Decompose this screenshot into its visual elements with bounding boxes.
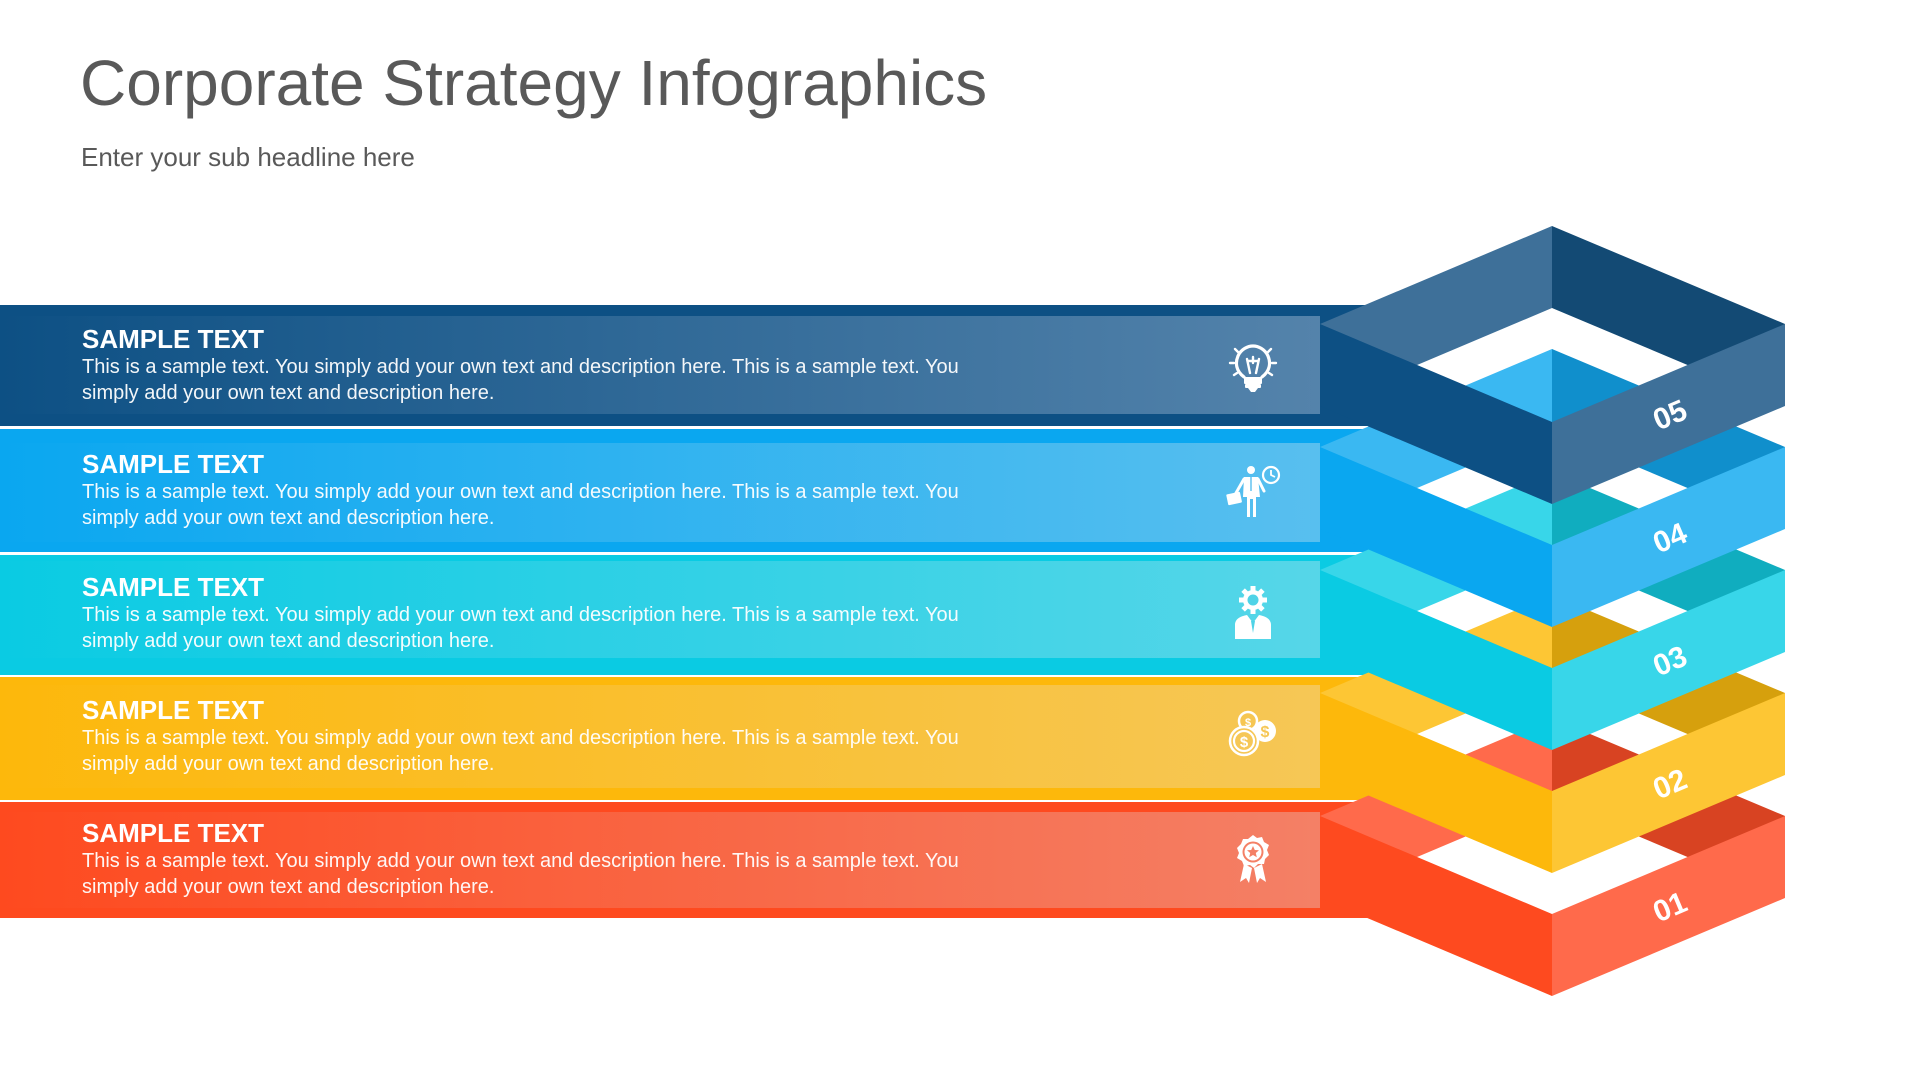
step-panel — [0, 316, 1320, 414]
step-band-03: SAMPLE TEXT This is a sample text. You s… — [0, 555, 1380, 675]
step-description: This is a sample text. You simply add yo… — [82, 356, 959, 404]
award-ribbon-icon — [1237, 835, 1269, 883]
layer-box-05: 05 — [1320, 226, 1785, 504]
businessman-clock-icon — [1226, 465, 1281, 517]
page-subtitle: Enter your sub headline here — [81, 142, 415, 172]
step-heading: SAMPLE TEXT — [82, 324, 265, 354]
step-band-01: SAMPLE TEXT This is a sample text. You s… — [0, 802, 1380, 918]
page-title: Corporate Strategy Infographics — [80, 47, 988, 119]
step-panel — [0, 561, 1320, 658]
step-description: This is a sample text. You simply add yo… — [82, 604, 959, 652]
step-description: This is a sample text. You simply add yo… — [82, 727, 959, 775]
svg-text:$: $ — [1240, 734, 1249, 751]
step-heading: SAMPLE TEXT — [82, 449, 265, 479]
gear-head-person-icon — [1235, 586, 1271, 639]
step-heading: SAMPLE TEXT — [82, 572, 265, 602]
svg-text:$: $ — [1245, 717, 1251, 729]
step-band-02: SAMPLE TEXT This is a sample text. You s… — [0, 677, 1380, 800]
step-description: This is a sample text. You simply add yo… — [82, 850, 959, 898]
step-description: This is a sample text. You simply add yo… — [82, 481, 959, 529]
step-heading: SAMPLE TEXT — [82, 695, 265, 725]
step-band-04: SAMPLE TEXT This is a sample text. You s… — [0, 429, 1380, 552]
lightbulb-icon — [1228, 344, 1278, 392]
step-band-05: SAMPLE TEXT This is a sample text. You s… — [0, 305, 1380, 426]
svg-text:$: $ — [1261, 724, 1270, 741]
step-panel — [0, 443, 1320, 542]
step-panel — [0, 685, 1320, 788]
step-heading: SAMPLE TEXT — [82, 818, 265, 848]
step-panel — [0, 812, 1320, 908]
coins-icon: $ $ $ — [1228, 710, 1276, 757]
